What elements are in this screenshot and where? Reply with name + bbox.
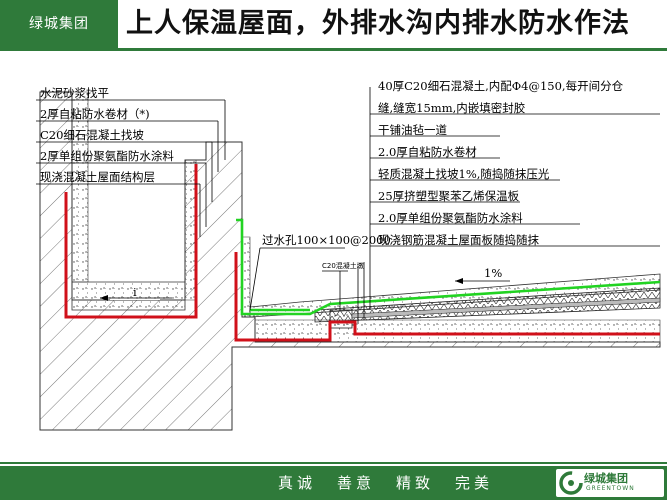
footer-bar: 真诚 善意 精致 完美 绿城集团 GREENTOWN: [0, 466, 667, 500]
right-label-4: 轻质混凝土找坡1%,随捣随抹压光: [378, 167, 550, 181]
footer-logo: 绿城集团 GREENTOWN: [556, 469, 664, 497]
membrane-green: [236, 218, 661, 316]
right-label-3: 2.0厚自粘防水卷材: [378, 145, 477, 159]
membrane-red: [64, 164, 660, 342]
left-label-0: 水泥砂浆找平: [40, 86, 109, 100]
right-leaders: [357, 87, 660, 324]
page-title: 上人保温屋面，外排水沟内排水防水作法: [126, 8, 630, 39]
right-label-6: 2.0厚单组份聚氨酯防水涂料: [378, 211, 523, 225]
footer-rule: [0, 462, 667, 464]
outlet-leader: [249, 247, 348, 311]
roof-detail-diagram: i 1%: [36, 79, 661, 431]
left-leaders: [36, 99, 226, 237]
right-label-group: 40厚C20细石混凝土,内配Φ4@150,每开间分仓 缝,缝宽15mm,内嵌填密…: [378, 79, 624, 247]
left-label-1: 2厚自粘防水卷材（*): [40, 107, 150, 121]
curb-label: C20混凝土墩: [322, 261, 364, 270]
motto-word: 善意: [337, 474, 376, 492]
concrete-curb: [329, 309, 353, 329]
right-label-0: 40厚C20细石混凝土,内配Φ4@150,每开间分仓: [378, 79, 624, 93]
left-label-group: 水泥砂浆找平 2厚自粘防水卷材（*) C20细石混凝土找坡 2厚单组份聚氨酯防水…: [40, 86, 174, 184]
footer-logo-name: 绿城集团: [584, 472, 628, 485]
structure-concrete: [39, 91, 661, 431]
roof-slope-label: 1%: [484, 266, 502, 280]
header-separator: [118, 0, 122, 48]
outlet-label: 过水孔100×100@2000: [262, 233, 391, 247]
right-label-2: 干铺油毡一道: [378, 123, 447, 137]
roof-slope-arrow: 1%: [455, 266, 510, 284]
header-rule: [0, 48, 667, 51]
left-label-4: 现浇混凝土屋面结构层: [40, 170, 155, 184]
gutter-slope-label: i: [133, 285, 137, 299]
brand-block: 绿城集团: [0, 0, 118, 48]
header-bar: 绿城集团 上人保温屋面，外排水沟内排水防水作法: [0, 0, 667, 48]
left-label-2: C20细石混凝土找坡: [40, 128, 144, 142]
brand-name: 绿城集团: [29, 16, 89, 32]
motto-word: 精致: [396, 474, 435, 492]
left-label-3: 2厚单组份聚氨酯防水涂料: [40, 149, 174, 163]
right-label-7: 现浇钢筋混凝土屋面板随捣随抹: [378, 233, 539, 247]
right-label-1: 缝,缝宽15mm,内嵌填密封胶: [378, 101, 526, 115]
motto-word: 完美: [455, 474, 494, 492]
gutter-slope-arrow: i: [100, 285, 172, 301]
footer-logo-subtitle: GREENTOWN: [586, 485, 635, 492]
motto-word: 真诚: [278, 474, 317, 492]
greentown-logo-icon: [559, 471, 583, 495]
right-label-5: 25厚挤塑型聚苯乙烯保温板: [378, 189, 520, 203]
